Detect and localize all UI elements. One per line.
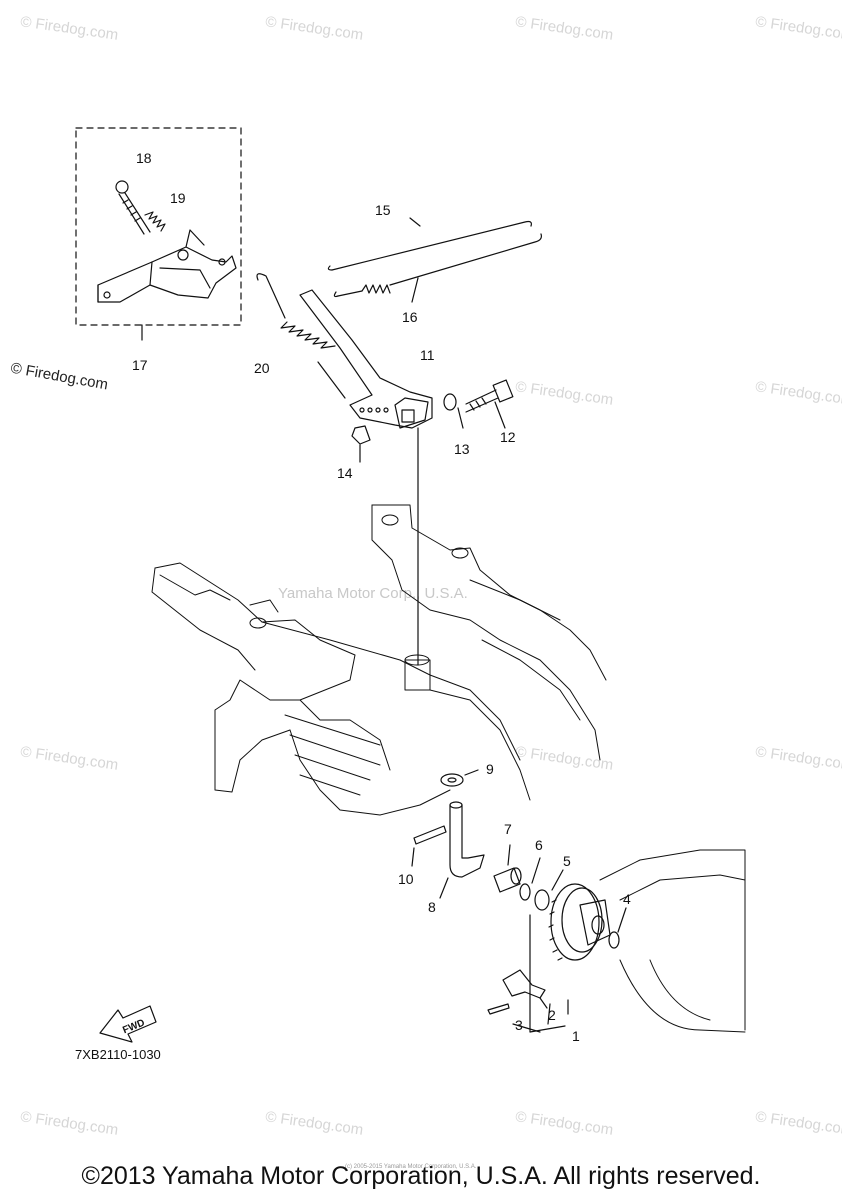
callout-7: 7	[504, 821, 512, 837]
fwd-arrow-icon	[99, 1005, 157, 1043]
part-17-bracket	[97, 229, 237, 303]
part-16-spring-rod	[333, 233, 542, 298]
part-13-washer	[443, 393, 457, 411]
fwd-label: FWD	[121, 1018, 146, 1037]
callout-19: 19	[170, 190, 186, 206]
part-15-rod	[327, 220, 532, 271]
part-18-screw	[115, 180, 151, 235]
callout-2: 2	[548, 1007, 556, 1023]
callout-14: 14	[337, 465, 353, 481]
part-14-nut	[351, 425, 371, 445]
part-19-spring	[144, 211, 166, 232]
callout-13: 13	[454, 441, 470, 457]
callout-6: 6	[535, 837, 543, 853]
part-20-spring	[256, 273, 346, 399]
callout-20: 20	[254, 360, 270, 376]
callout-16: 16	[402, 309, 418, 325]
part-4-washer	[608, 931, 620, 949]
callout-15: 15	[375, 202, 391, 218]
assembly-17-box	[75, 127, 242, 326]
part-10-pin	[413, 825, 447, 845]
part-2-clip	[502, 969, 546, 999]
part-7-collar	[493, 867, 522, 893]
gear-assembly	[548, 883, 611, 961]
callout-3: 3	[515, 1017, 523, 1033]
part-8-shaft	[449, 801, 485, 878]
callout-9: 9	[486, 761, 494, 777]
part-3-pin	[487, 1003, 510, 1015]
part-5-washer	[534, 889, 550, 911]
part-6-washer	[519, 883, 531, 901]
copyright-footer: ©2013 Yamaha Motor Corporation, U.S.A. A…	[81, 1162, 761, 1190]
callout-5: 5	[563, 853, 571, 869]
callout-11: 11	[420, 347, 435, 363]
callout-10: 10	[398, 871, 414, 887]
diagram-code: 7XB2110-1030	[75, 1047, 161, 1062]
part-12-bolt	[465, 379, 514, 413]
crankcase	[151, 504, 607, 816]
part-11-lever	[299, 289, 433, 429]
center-watermark: Yamaha Motor Corp., U.S.A.	[278, 585, 468, 602]
cover	[599, 849, 746, 1033]
callout-1: 1	[572, 1028, 580, 1044]
part-9-washer	[440, 773, 464, 787]
callout-18: 18	[136, 150, 152, 166]
callout-17: 17	[132, 357, 148, 373]
callout-4: 4	[623, 891, 631, 907]
callout-12: 12	[500, 429, 516, 445]
tiny-note: (c) 2005-2015 Yamaha Motor Corporation, …	[345, 1164, 477, 1170]
callout-8: 8	[428, 899, 436, 915]
